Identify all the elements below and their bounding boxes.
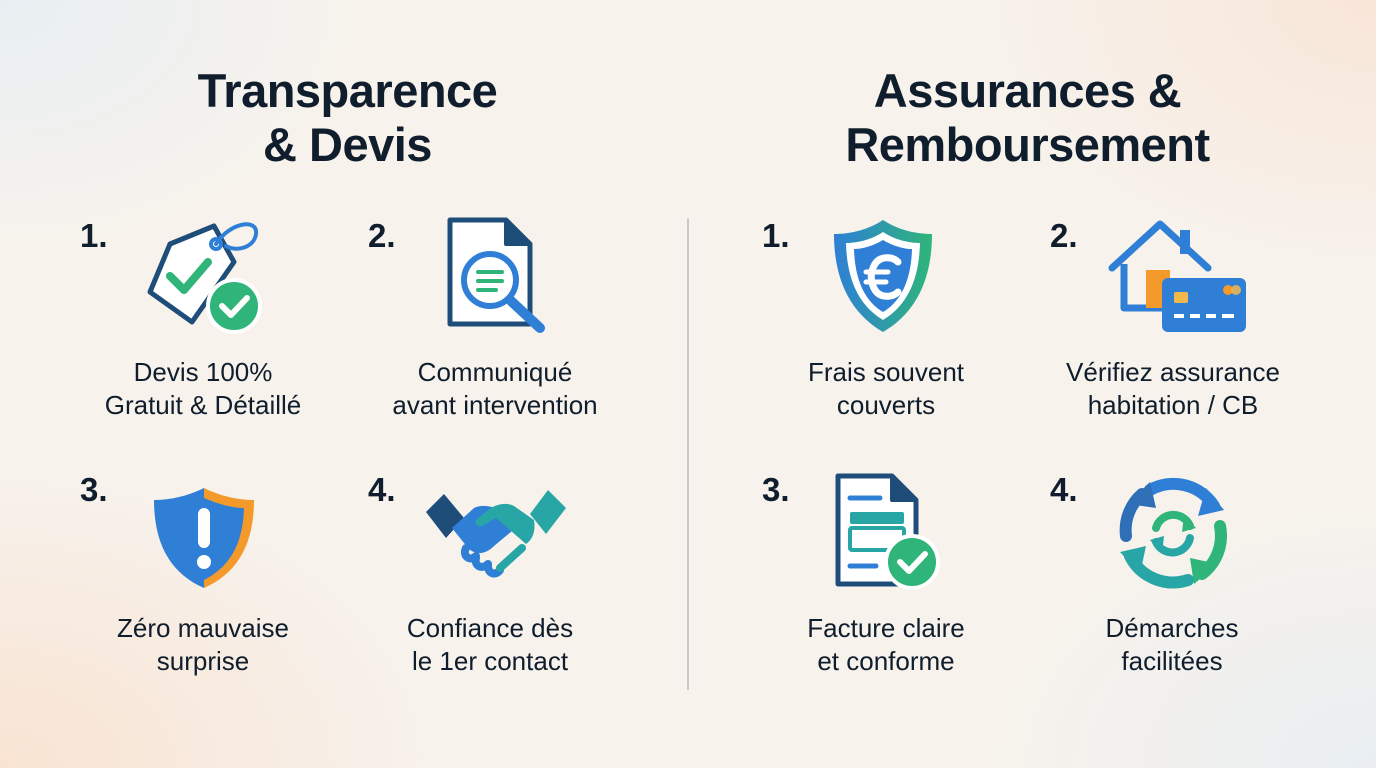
section-divider [687, 218, 689, 690]
shield-warning-icon [150, 484, 258, 592]
handshake-icon [422, 486, 570, 582]
label-line: et conforme [817, 646, 955, 676]
item-label: Démarches facilitées [1032, 612, 1312, 678]
label-line: Devis 100% [133, 357, 273, 387]
section-title-transparence: Transparence & Devis [100, 64, 595, 172]
cycle-arrows-icon [1110, 470, 1236, 596]
title-line: Remboursement [845, 118, 1210, 171]
price-tag-check-icon [140, 214, 268, 336]
item-label: Communiqué avant intervention [355, 356, 635, 422]
title-line: Transparence [197, 64, 498, 117]
label-line: Facture claire [807, 613, 965, 643]
label-line: le 1er contact [411, 646, 569, 676]
invoice-check-icon [832, 472, 944, 592]
label-line: surprise [156, 646, 250, 676]
label-line: avant intervention [392, 390, 598, 420]
shield-euro-icon [830, 216, 936, 336]
item-number: 1. [762, 217, 790, 254]
item-number: 3. [80, 471, 108, 508]
label-line: facilitées [1121, 646, 1223, 676]
label-line: Zéro mauvaise [117, 613, 289, 643]
label-line: couverts [836, 390, 936, 420]
house-credit-card-icon [1106, 216, 1248, 336]
item-number: 2. [368, 217, 396, 254]
title-line: & Devis [263, 118, 432, 171]
item-number: 1. [80, 217, 108, 254]
label-line: Démarches [1105, 613, 1239, 643]
item-label: Vérifiez assurance habitation / CB [1030, 356, 1316, 422]
item-label: Facture claire et conforme [746, 612, 1026, 678]
label-line: Frais souvent [807, 357, 965, 387]
title-line: Assurances & [873, 64, 1182, 117]
item-number: 2. [1050, 217, 1078, 254]
item-label: Frais souvent couverts [746, 356, 1026, 422]
item-number: 4. [368, 471, 396, 508]
label-line: Communiqué [417, 357, 573, 387]
item-label: Confiance dès le 1er contact [350, 612, 630, 678]
label-line: Vérifiez assurance [1066, 357, 1280, 387]
document-magnifier-icon [440, 214, 550, 338]
item-label: Devis 100% Gratuit & Détaillé [62, 356, 344, 422]
label-line: Gratuit & Détaillé [104, 390, 302, 420]
label-line: Confiance dès [406, 613, 574, 643]
item-number: 3. [762, 471, 790, 508]
item-label: Zéro mauvaise surprise [62, 612, 344, 678]
section-title-assurances: Assurances & Remboursement [760, 64, 1295, 172]
item-number: 4. [1050, 471, 1078, 508]
label-line: habitation / CB [1087, 390, 1259, 420]
